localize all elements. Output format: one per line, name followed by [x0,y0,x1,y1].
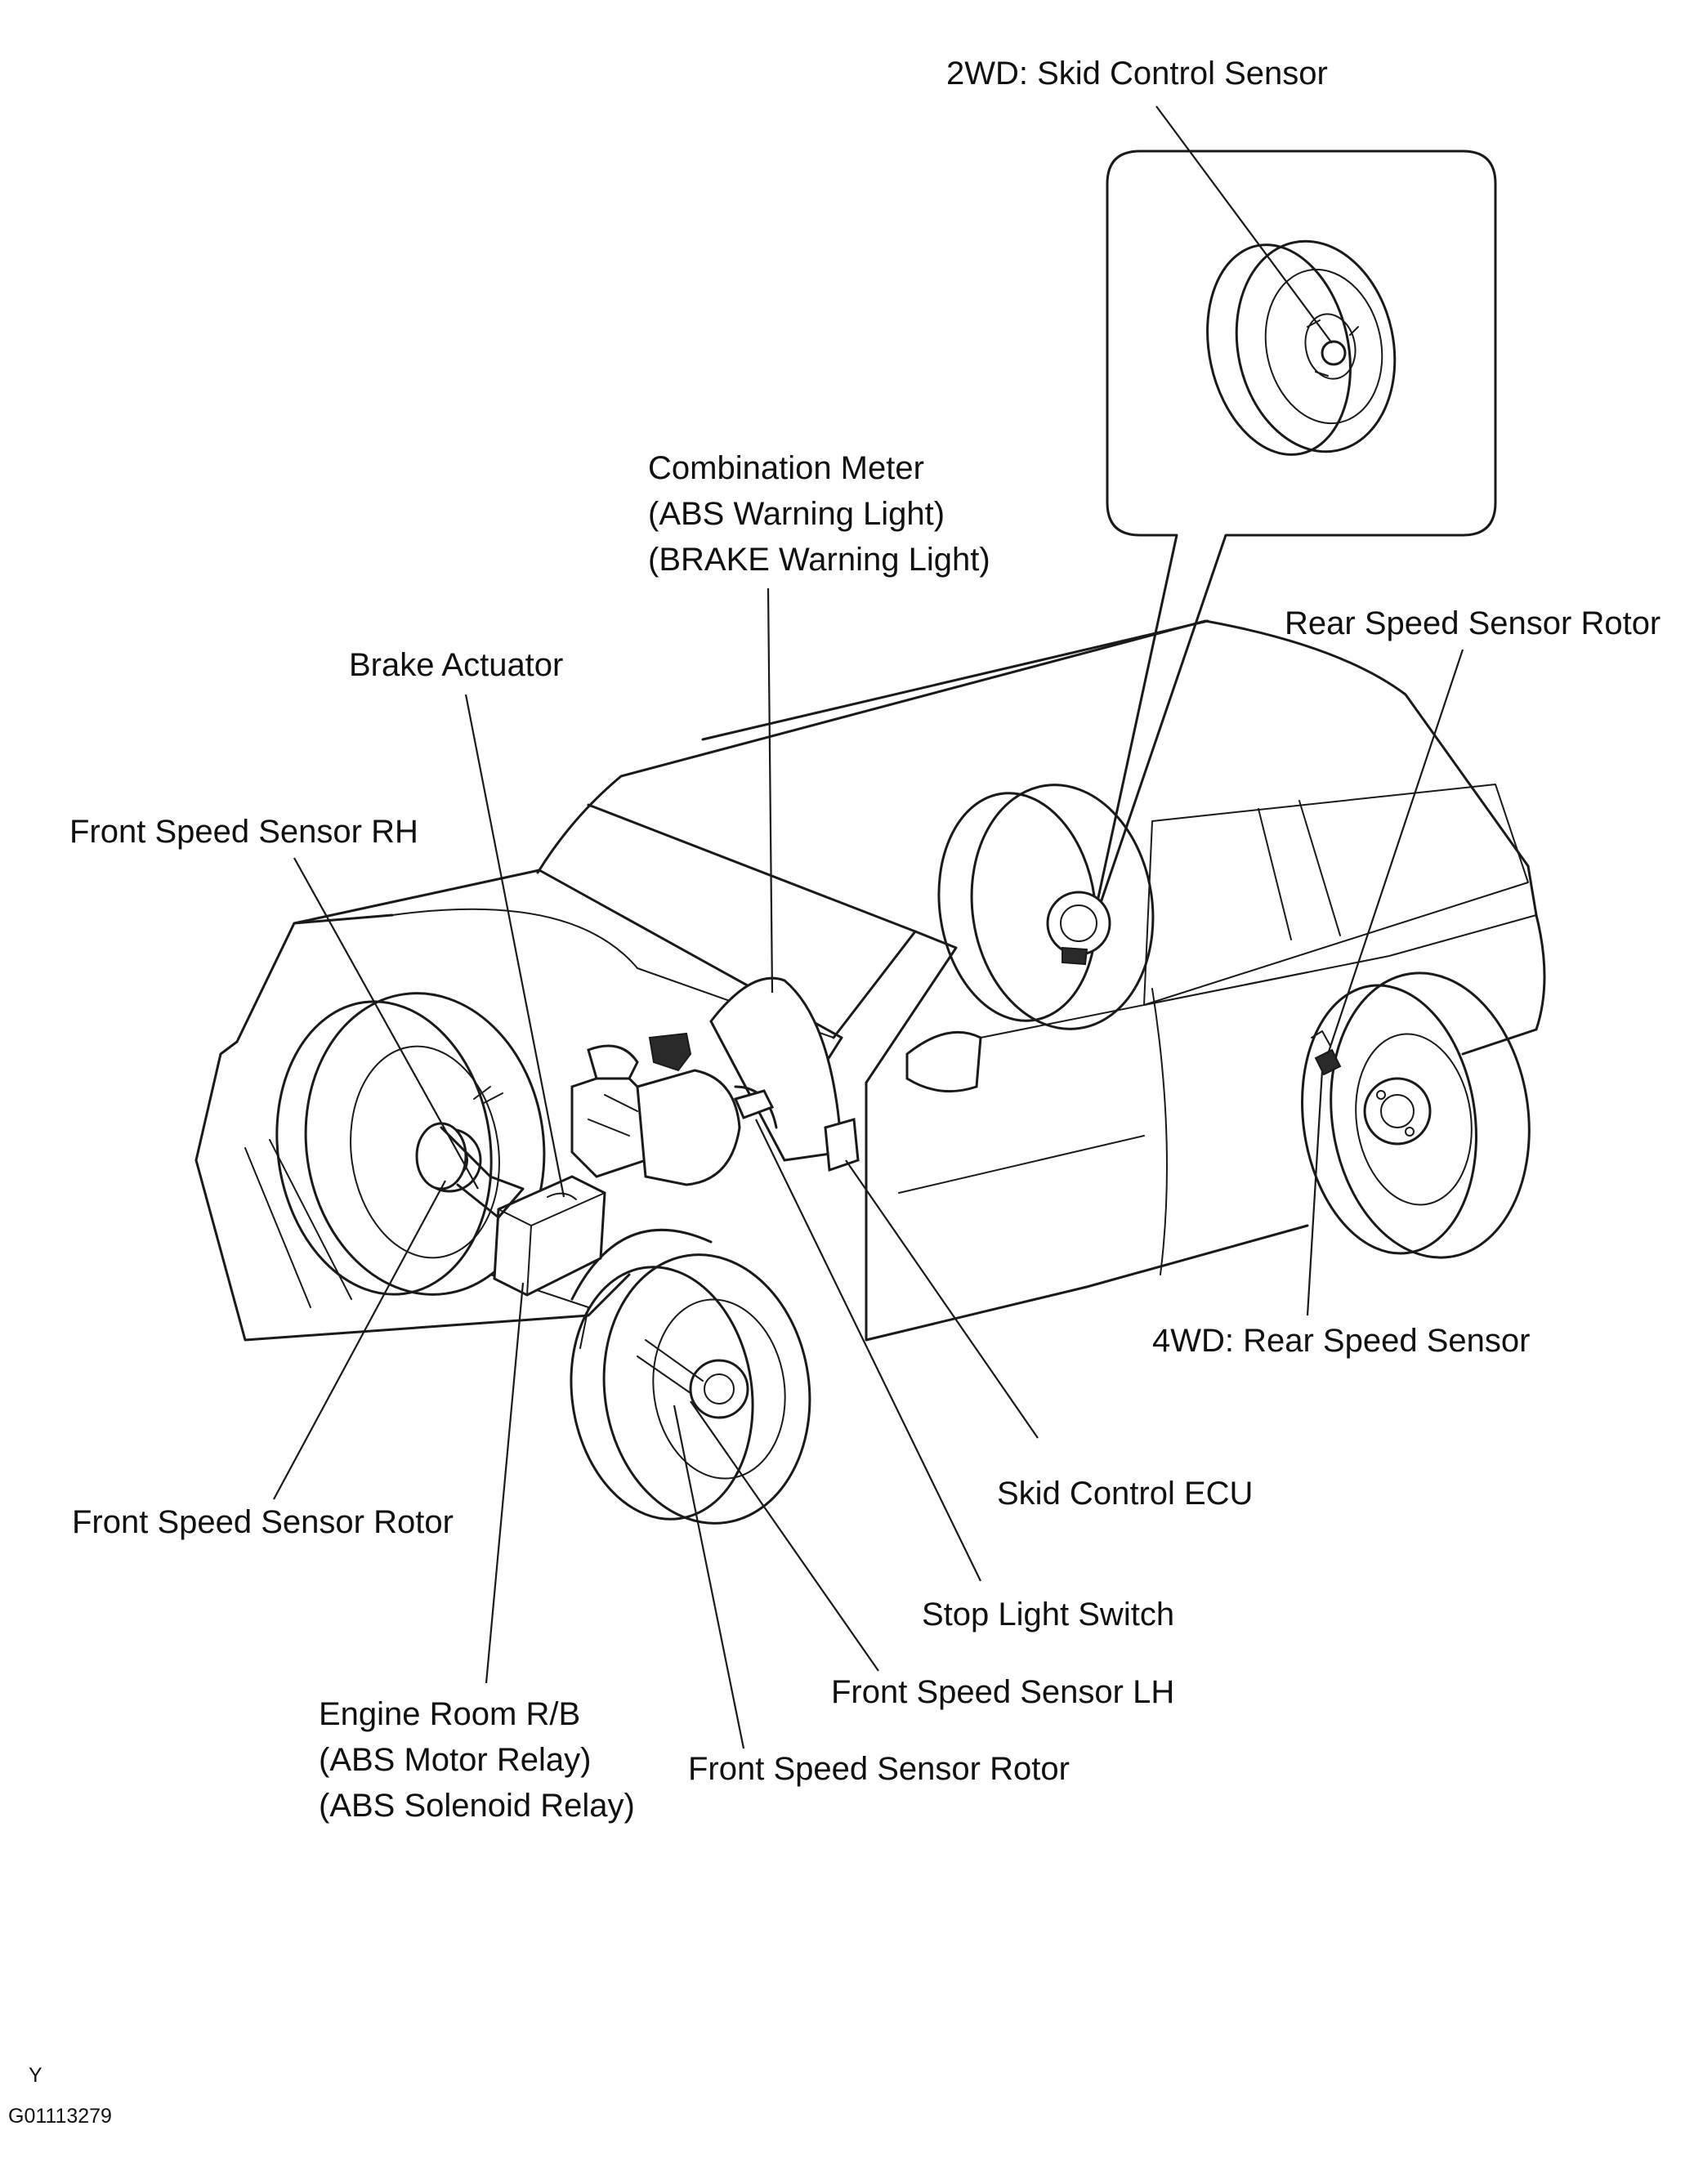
label-rear-speed-sensor-rotor: Rear Speed Sensor Rotor [1285,605,1661,641]
label-combination-meter-line3: (BRAKE Warning Light) [648,542,990,578]
inset-rear-wheel [1206,239,1397,456]
label-combination-meter: Combination Meter (ABS Warning Light) (B… [648,445,990,583]
label-combination-meter-line2: (ABS Warning Light) [648,496,945,532]
label-front-speed-sensor-rh: Front Speed Sensor RH [69,814,418,850]
label-2wd-skid-control-sensor: 2WD: Skid Control Sensor [946,56,1328,92]
label-front-speed-sensor-lh: Front Speed Sensor LH [831,1674,1175,1710]
footer-figure-id: G01113279 [8,2105,112,2128]
footer-code-letter: Y [29,2064,42,2087]
label-combination-meter-line1: Combination Meter [648,450,924,486]
engine-room-relay-block [493,1175,606,1297]
leader-lines [273,105,1464,1749]
vehicle-body [194,619,1546,1349]
label-engine-room-rb-line1: Engine Room R/B [319,1696,581,1732]
label-front-speed-sensor-rotor-left: Front Speed Sensor Rotor [72,1504,454,1540]
label-brake-actuator: Brake Actuator [349,647,564,683]
label-front-speed-sensor-rotor-bottom: Front Speed Sensor Rotor [688,1751,1070,1787]
rear-right-wheel [937,784,1155,1030]
inset-detail-box [1089,150,1497,933]
rear-left-wheel [1301,971,1531,1259]
label-4wd-rear-speed-sensor: 4WD: Rear Speed Sensor [1152,1323,1531,1359]
combination-meter-shape [709,976,843,1162]
label-stop-light-switch: Stop Light Switch [922,1597,1175,1632]
label-engine-room-rb: Engine Room R/B (ABS Motor Relay) (ABS S… [319,1691,635,1829]
rear-speed-sensor-bracket [1311,1030,1342,1076]
label-engine-room-rb-line3: (ABS Solenoid Relay) [319,1788,635,1824]
label-skid-control-ecu: Skid Control ECU [997,1476,1254,1512]
label-engine-room-rb-line2: (ABS Motor Relay) [319,1742,592,1778]
brake-actuator-assembly [570,1044,778,1186]
front-speed-sensor-rh-hub [415,1086,525,1219]
stop-light-switch [733,1089,775,1119]
front-left-wheel [570,1253,811,1525]
skid-control-ecu-box [824,1118,860,1172]
